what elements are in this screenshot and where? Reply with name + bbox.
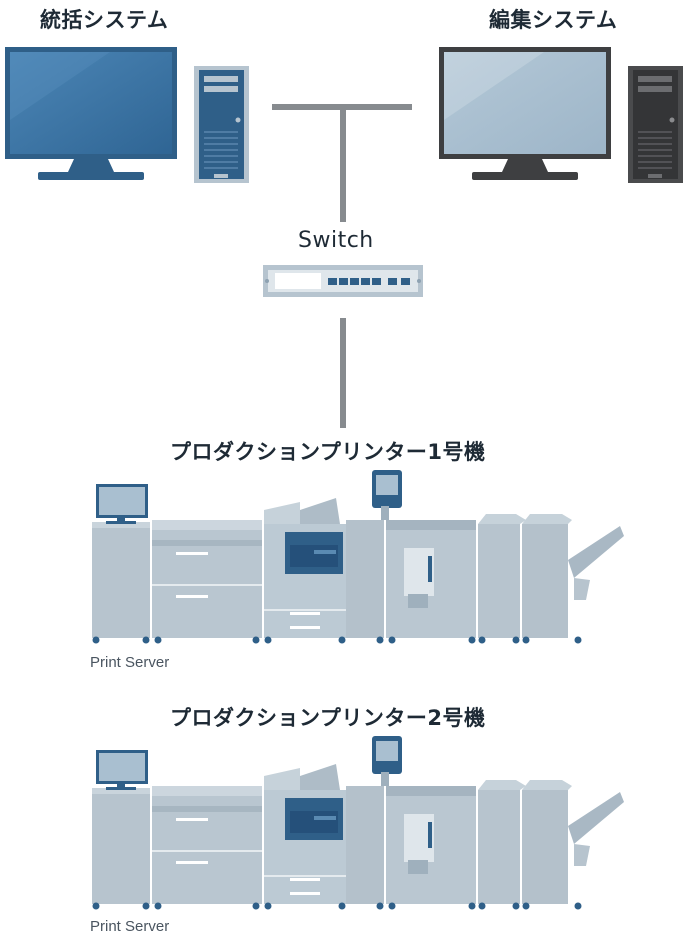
central-system-monitor: [5, 47, 177, 180]
production-printer-2: [91, 735, 625, 911]
switch-label: Switch: [298, 228, 374, 253]
printer-1-title: プロダクションプリンター1号機: [170, 440, 486, 464]
editing-system-monitor: [439, 47, 611, 180]
central-system-label: 統括システム: [40, 8, 169, 32]
network-switch: [263, 265, 423, 297]
print-server-2-label: Print Server: [90, 918, 170, 935]
production-printer-1: [91, 469, 625, 645]
network-cables: [272, 104, 412, 428]
editing-system-label: 編集システム: [489, 8, 618, 32]
printer-2-title: プロダクションプリンター2号機: [170, 706, 486, 730]
central-system-tower: [194, 66, 249, 183]
print-server-1-label: Print Server: [90, 654, 170, 671]
editing-system-tower: [628, 66, 683, 183]
